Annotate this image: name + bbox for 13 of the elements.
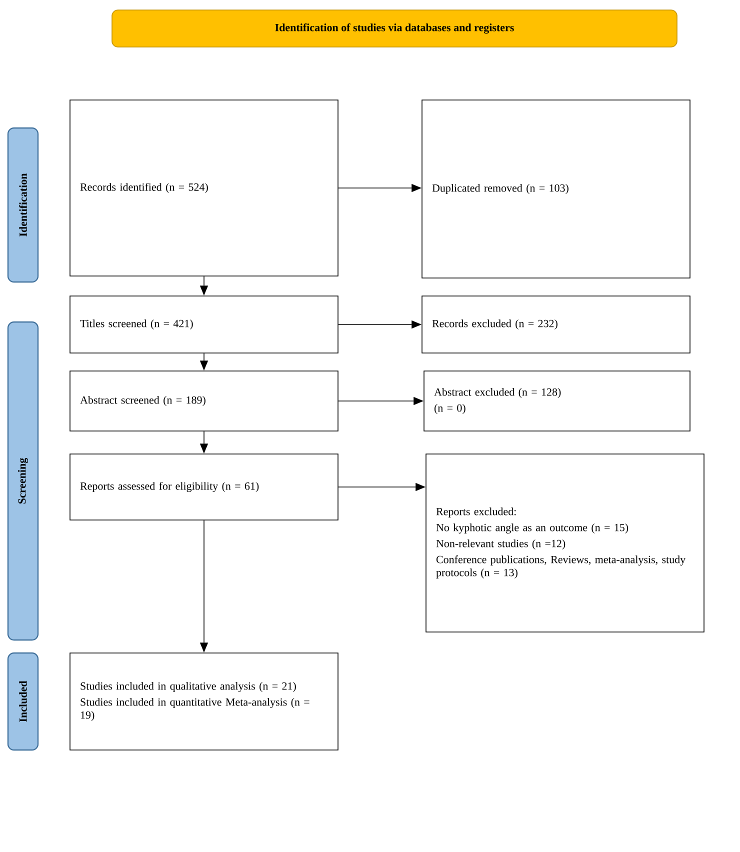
- process-box: Abstract excluded (n = 128) (n = 0): [424, 370, 690, 432]
- process-box: Duplicated removed (n = 103): [422, 100, 690, 278]
- process-box: Records excluded (n = 232): [422, 296, 690, 354]
- process-box: Reports excluded: No kyphotic angle as an outcome (n = 15) Non-relevant studies (n =12) Conference publications, Reviews, meta-analysis, study protocols (n = 13): [426, 454, 704, 632]
- title-banner: Identification of studies via databases and registers: [112, 10, 678, 48]
- process-box: Titles screened (n = 421): [70, 296, 338, 354]
- process-box: Abstract screened (n = 189): [70, 370, 338, 432]
- stage-band: Identification: [7, 127, 39, 283]
- stage-band: Included: [7, 652, 39, 751]
- process-box: Reports assessed for eligibility (n = 61): [70, 454, 338, 520]
- process-box: Studies included in qualitative analysis (n = 21) Studies included in quantitative Meta-analysis (n = 19): [70, 652, 338, 750]
- process-box: Records identified (n = 524): [70, 100, 338, 276]
- stage-band: Screening: [7, 321, 39, 641]
